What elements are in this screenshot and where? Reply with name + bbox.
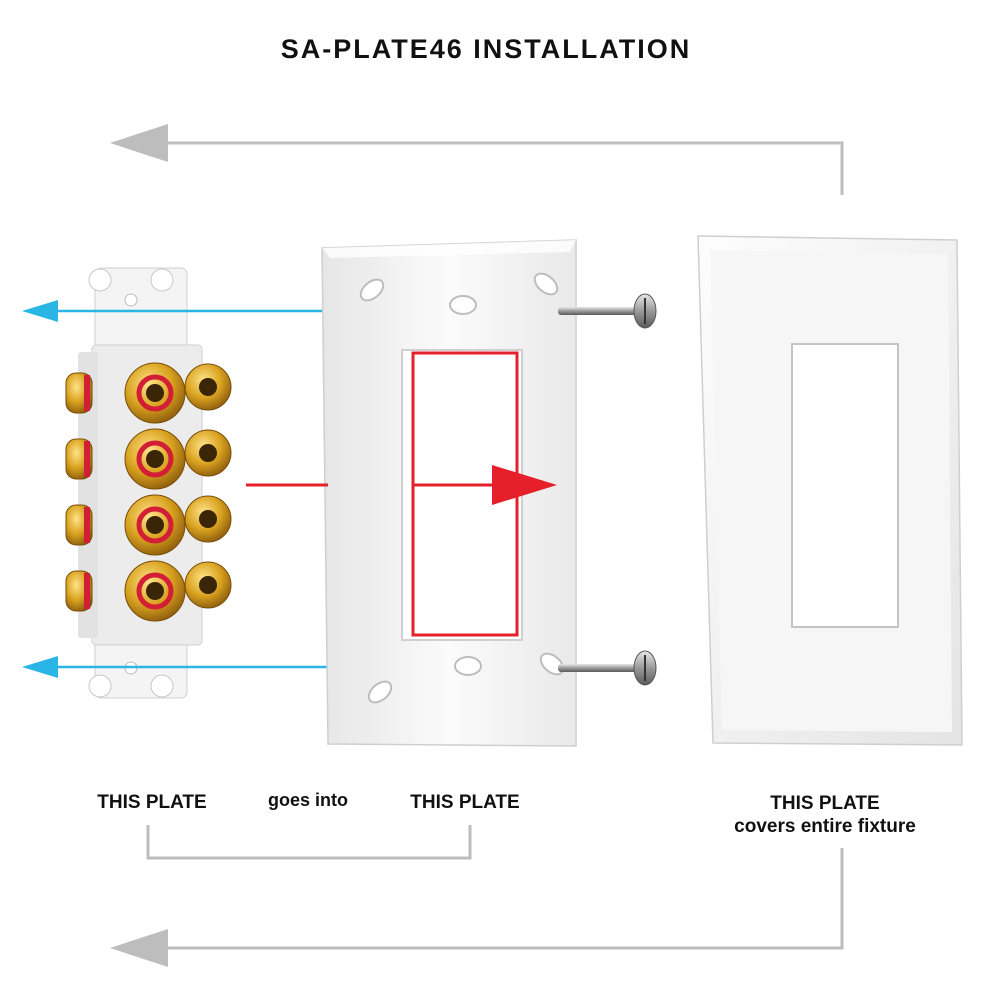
screw-bottom (558, 650, 657, 686)
cover-plate-label-line2: covers entire fixture (734, 816, 916, 837)
binding-post-side (65, 570, 93, 612)
binding-post-side (65, 504, 93, 546)
binding-post-front (124, 428, 186, 490)
cover-plate-label: THIS PLATE covers entire fixture (700, 792, 950, 838)
bottom-return-arrow (110, 848, 844, 967)
binding-post-plate-label: THIS PLATE (97, 792, 207, 813)
diagram-title: SA-PLATE46 INSTALLATION (280, 34, 692, 64)
cover-plate (697, 235, 963, 746)
screw-top (558, 293, 657, 329)
binding-post-front (124, 494, 186, 556)
binding-post-plate (65, 267, 232, 699)
mounting-plate (321, 239, 577, 747)
binding-post-front (124, 560, 186, 622)
bracket-connector (146, 825, 472, 860)
blue-arrow-bottom (22, 656, 330, 678)
mounting-plate-label: THIS PLATE (410, 792, 520, 813)
binding-posts (65, 362, 232, 622)
binding-post-rear (184, 561, 232, 609)
binding-post-front (124, 362, 186, 424)
binding-post-side (65, 438, 93, 480)
binding-post-rear (184, 429, 232, 477)
red-insert-arrow (246, 465, 557, 505)
binding-post-rear (184, 363, 232, 411)
binding-post-side (65, 372, 93, 414)
relation-label: goes into (268, 790, 348, 810)
top-return-arrow (110, 124, 844, 195)
binding-post-rear (184, 495, 232, 543)
cover-plate-label-line1: THIS PLATE (770, 793, 880, 814)
